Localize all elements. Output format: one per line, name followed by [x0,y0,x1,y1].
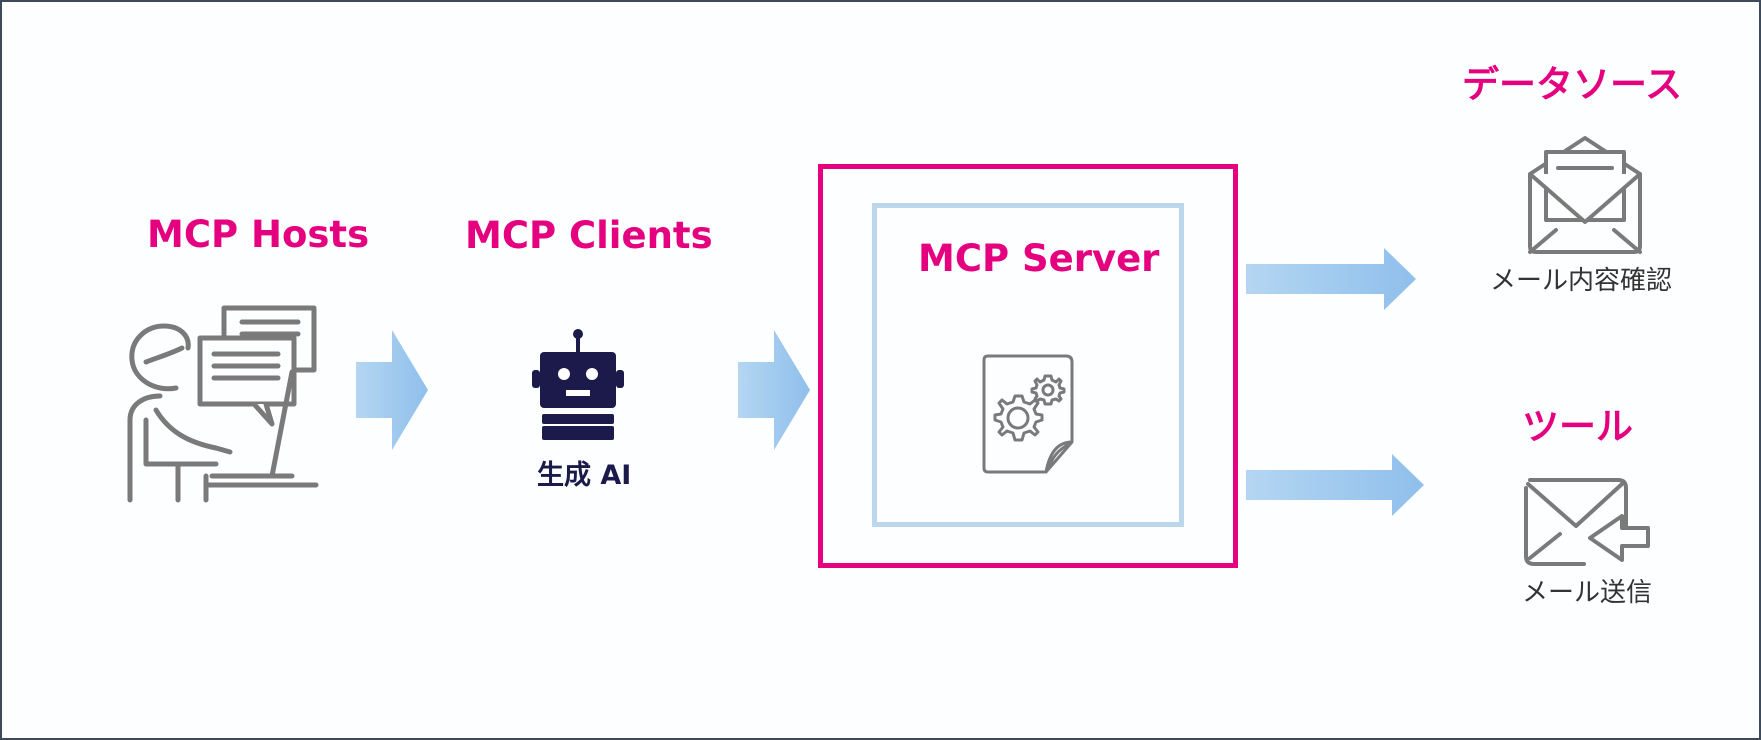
gear-document-icon [982,354,1074,474]
arrow-server-to-tools [1246,454,1424,516]
arrow-clients-to-server [738,330,810,450]
open-envelope-icon [1528,136,1642,254]
tools-title: ツール [1522,405,1633,448]
data-sources-caption: メール内容確認 [1490,266,1673,296]
person-at-computer-icon [127,305,319,503]
robot-icon [532,329,624,440]
arrow-server-to-data-sources [1246,248,1416,310]
send-mail-icon [1524,478,1650,566]
server-title: MCP Server [918,237,1160,280]
server-inner-box [872,203,1184,527]
hosts-title: MCP Hosts [147,213,370,256]
data-sources-title: データソース [1462,63,1683,106]
tools-caption: メール送信 [1522,578,1653,608]
clients-caption: 生成 AI [537,460,632,491]
server-outer-box [818,164,1238,568]
clients-title: MCP Clients [465,214,713,257]
arrow-hosts-to-clients [356,330,428,450]
